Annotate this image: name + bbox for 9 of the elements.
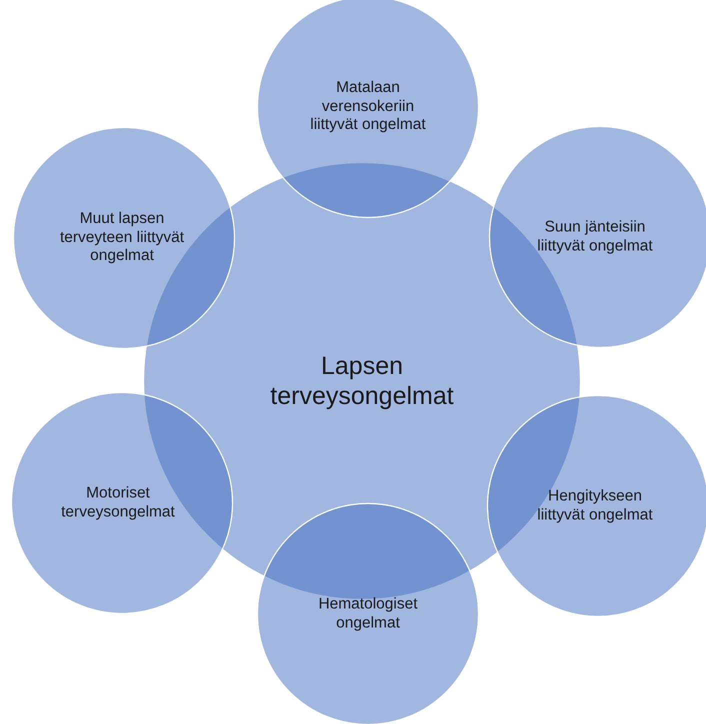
topic-label: Suun jänteisiin liittyvät ongelmat — [536, 218, 654, 256]
topic-label: Hengitykseen liittyvät ongelmat — [536, 487, 654, 525]
topic-label: Muut lapsen terveyteen liittyvät ongelmat — [58, 210, 186, 266]
topic-label: Motoriset terveysongelmat — [60, 484, 176, 522]
topic-label: Matalaan verensokeriin liittyvät ongelmat — [309, 79, 427, 135]
circle-node — [13, 127, 235, 349]
circle-node — [11, 392, 233, 614]
topic-label: Hematologiset ongelmat — [317, 595, 419, 633]
center-label: Lapsen terveysongelmat — [269, 351, 455, 411]
